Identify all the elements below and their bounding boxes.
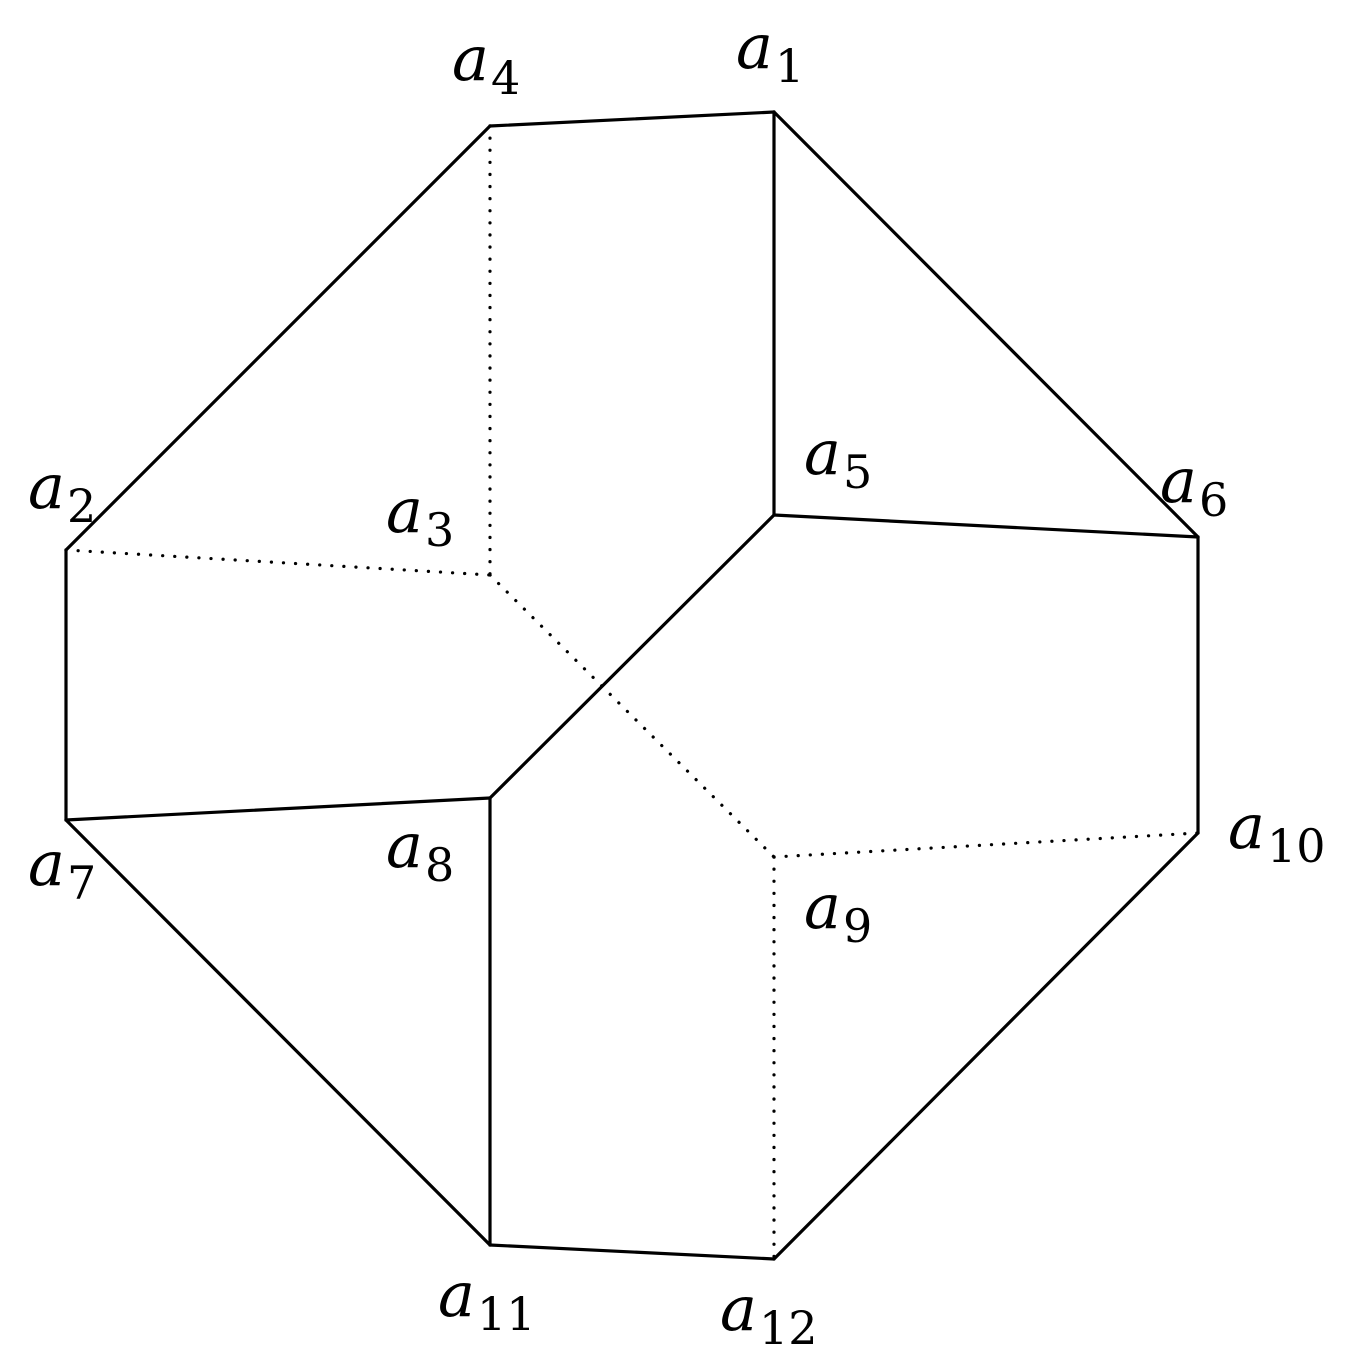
edge-a1-a6 [772, 110, 1200, 539]
vertex-label-subscript: 5 [843, 445, 872, 499]
vertex-label-subscript: 4 [491, 51, 520, 105]
vertex-label-subscript: 1 [775, 39, 804, 93]
vertex-label-subscript: 3 [425, 503, 454, 557]
vertex-label-base: a [386, 809, 423, 882]
edge-a5-a8 [488, 513, 776, 800]
vertex-label-a3: a3 [386, 474, 454, 557]
vertex-label-a11: a11 [438, 1258, 536, 1341]
edge-group [64, 110, 1200, 1261]
vertex-label-subscript: 12 [759, 1301, 818, 1355]
vertex-label-base: a [386, 474, 423, 547]
vertex-label-base: a [804, 416, 841, 489]
vertex-label-a4: a4 [452, 22, 520, 105]
vertex-label-base: a [1160, 444, 1197, 517]
vertex-label-subscript: 8 [425, 838, 454, 892]
vertex-label-base: a [736, 10, 773, 83]
vertex-label-base: a [452, 22, 489, 95]
vertex-label-base: a [1228, 790, 1265, 863]
vertex-label-a5: a5 [804, 416, 872, 499]
vertex-label-base: a [804, 870, 841, 943]
vertex-label-subscript: 2 [67, 479, 96, 533]
vertex-label-subscript: 6 [1199, 473, 1228, 527]
vertex-label-a1: a1 [736, 10, 804, 93]
vertex-label-a8: a8 [386, 809, 454, 892]
vertex-label-subscript: 11 [477, 1287, 536, 1341]
vertex-label-subscript: 9 [843, 899, 872, 953]
edge-a4-a1 [488, 110, 776, 128]
vertex-label-subscript: 7 [67, 856, 96, 910]
vertex-label-base: a [720, 1272, 757, 1345]
edge-a4-a2 [64, 124, 492, 552]
vertex-label-subscript: 10 [1267, 819, 1326, 873]
vertex-label-base: a [28, 827, 65, 900]
vertex-label-a12: a12 [720, 1272, 818, 1355]
vertex-label-base: a [28, 450, 65, 523]
edge-a12-a10 [772, 831, 1200, 1261]
edge-a5-a6 [772, 513, 1200, 539]
vertex-label-a6: a6 [1160, 444, 1228, 527]
vertex-label-a7: a7 [28, 827, 96, 910]
edge-a11-a12 [488, 1243, 776, 1261]
vertex-label-a9: a9 [804, 870, 872, 953]
edge-a9-a10-hidden [772, 831, 1200, 859]
edge-a7-a8 [64, 796, 492, 822]
vertex-label-a10: a10 [1228, 790, 1326, 873]
edge-a3-a9-hidden [488, 573, 776, 859]
vertex-label-a2: a2 [28, 450, 96, 533]
vertex-label-base: a [438, 1258, 475, 1331]
edge-a7-a11 [64, 818, 492, 1247]
